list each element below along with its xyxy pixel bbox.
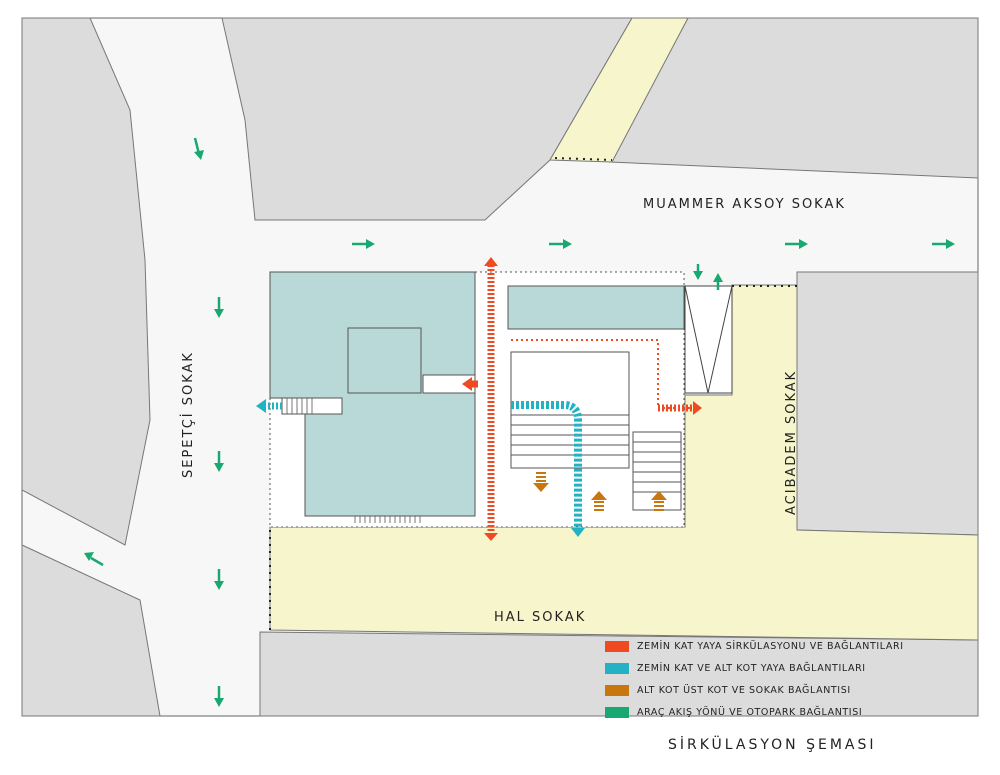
- stair-link-arrow: [533, 472, 549, 492]
- street-label-muammer: MUAMMER AKSOY SOKAK: [643, 197, 846, 212]
- legend-swatch-green: [605, 707, 629, 718]
- legend-label: ARAÇ AKIŞ YÖNÜ VE OTOPARK BAĞLANTISI: [637, 707, 863, 718]
- vehicle-flow-arrow: [84, 552, 104, 567]
- pedestrian-route-arrow: [484, 257, 498, 266]
- vehicle-flow-arrow: [932, 239, 955, 249]
- street-label-hal: HAL SOKAK: [494, 610, 586, 625]
- courtyard: [510, 351, 630, 469]
- boundary-lane: [554, 157, 613, 161]
- pedestrian-route-arrow: [462, 377, 472, 391]
- building-north-strip: [507, 285, 685, 330]
- legend-item: ALT KOT ÜST KOT VE SOKAK BAĞLANTISI: [605, 681, 985, 700]
- pedestrian-route-arrow: [484, 533, 498, 541]
- legend-item: ARAÇ AKIŞ YÖNÜ VE OTOPARK BAĞLANTISI: [605, 703, 985, 722]
- vehicle-flow-arrow: [214, 569, 224, 590]
- vehicle-flow-arrow: [549, 239, 572, 249]
- pedestrian-route-arrow: [256, 399, 266, 413]
- legend-label: ZEMİN KAT YAYA SİRKÜLASYONU VE BAĞLANTIL…: [637, 641, 904, 652]
- diagram-caption: SİRKÜLASYON ŞEMASI: [668, 737, 877, 753]
- stairs-courtyard: [511, 414, 629, 456]
- stairs-south: [354, 516, 421, 523]
- legend-swatch-cyan: [605, 663, 629, 674]
- vehicle-flow-arrow: [785, 239, 808, 249]
- stair-link-arrow: [651, 491, 667, 511]
- vehicle-flow-arrow: [352, 239, 375, 249]
- legend-label: ZEMİN KAT VE ALT KOT YAYA BAĞLANTILARI: [637, 663, 866, 674]
- cyan-route: [265, 401, 582, 528]
- legend-label: ALT KOT ÜST KOT VE SOKAK BAĞLANTISI: [637, 685, 851, 696]
- stair-link-arrow: [591, 491, 607, 511]
- legend: ZEMİN KAT YAYA SİRKÜLASYONU VE BAĞLANTIL…: [605, 637, 985, 725]
- legend-item: ZEMİN KAT YAYA SİRKÜLASYONU VE BAĞLANTIL…: [605, 637, 985, 656]
- vehicle-flow-arrow: [193, 137, 204, 160]
- plaza-north-lane: [549, 17, 689, 163]
- red-route: [462, 257, 702, 541]
- orange-links: [533, 472, 667, 511]
- legend-swatch-red: [605, 641, 629, 652]
- block-south: [259, 631, 979, 717]
- vehicle-flow-arrow: [713, 273, 723, 290]
- legend-item: ZEMİN KAT VE ALT KOT YAYA BAĞLANTILARI: [605, 659, 985, 678]
- vehicle-flow-arrow: [214, 297, 224, 318]
- building-court: [347, 327, 422, 394]
- block-nw-left: [21, 17, 151, 546]
- pedestrian-route-arrow: [693, 401, 702, 415]
- vehicle-flow-arrow: [214, 686, 224, 707]
- street-label-sepetci: SEPETÇİ SOKAK: [180, 351, 196, 478]
- pedestrian-route-arrow: [571, 528, 585, 537]
- vehicle-flow-arrow: [214, 451, 224, 472]
- street-label-acibadem: ACIBADEM SOKAK: [784, 370, 799, 515]
- stairs-west: [281, 397, 343, 415]
- parking-ramp: [684, 285, 733, 394]
- legend-swatch-orange: [605, 685, 629, 696]
- vehicle-flow-arrow: [693, 264, 703, 280]
- block-east: [796, 271, 979, 536]
- vehicle-arrows: [84, 137, 955, 707]
- block-sw: [21, 544, 161, 717]
